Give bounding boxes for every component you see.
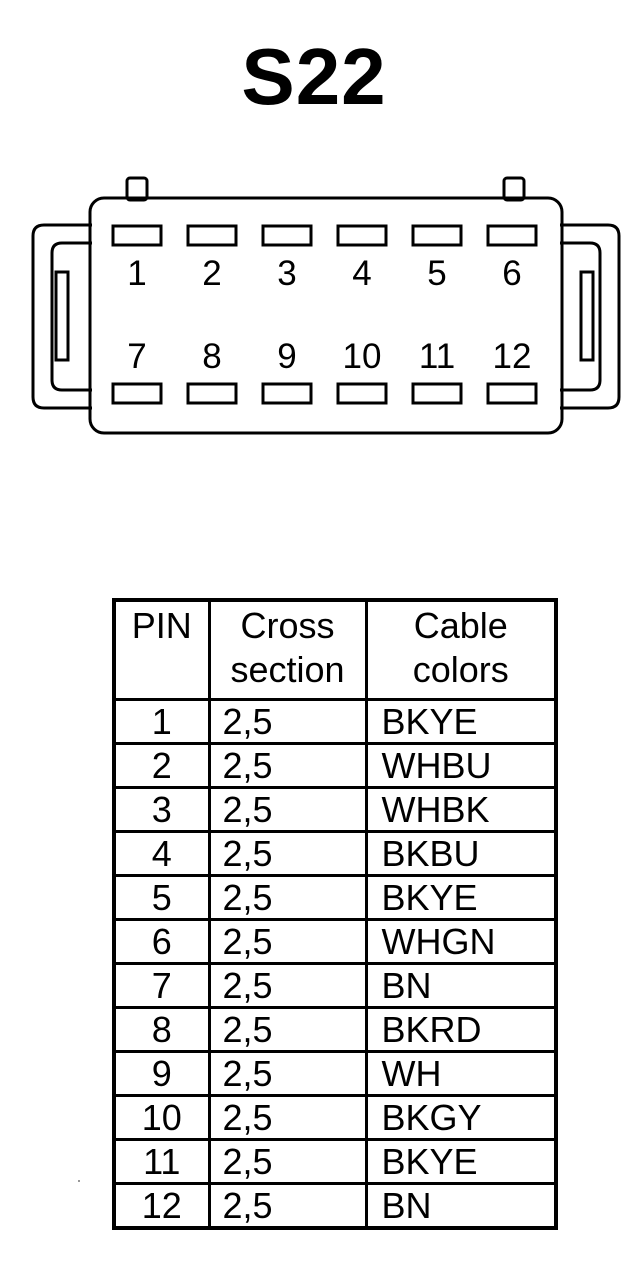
cell-cable-color: WHGN <box>364 918 558 965</box>
pin-number-label: 6 <box>502 254 521 293</box>
header-cable-colors: Cable colors <box>364 598 558 701</box>
pin-slot <box>486 224 538 247</box>
cell-cable-color: BKYE <box>364 698 558 745</box>
pin-number-label: 3 <box>277 254 296 293</box>
cell-cable-color: BKBU <box>364 830 558 877</box>
cell-cable-color: BKYE <box>364 1138 558 1185</box>
cell-pin: 9 <box>112 1050 211 1097</box>
connector-title: S22 <box>241 32 387 121</box>
pin-slot <box>486 382 538 405</box>
flange-left <box>31 223 92 410</box>
table-header-row: PIN Cross section Cable colors <box>112 598 558 701</box>
pin-number-label: 8 <box>202 337 221 376</box>
cell-cross-section: 2,5 <box>207 874 368 921</box>
cell-cable-color: BKGY <box>364 1094 558 1141</box>
stray-mark <box>78 1180 80 1182</box>
pin-number-label: 1 <box>127 254 146 293</box>
cell-pin: 10 <box>112 1094 211 1141</box>
pin-slot <box>186 382 238 405</box>
cell-cross-section: 2,5 <box>207 1050 368 1097</box>
pin-slot <box>336 224 388 247</box>
cell-cross-section: 2,5 <box>207 918 368 965</box>
cell-cross-section: 2,5 <box>207 962 368 1009</box>
cell-cross-section: 2,5 <box>207 742 368 789</box>
connector-body <box>88 196 564 435</box>
header-pin: PIN <box>112 598 211 701</box>
flange-right-slot <box>579 270 595 362</box>
pin-slot <box>336 382 388 405</box>
cell-cross-section: 2,5 <box>207 1006 368 1053</box>
cell-cable-color: WH <box>364 1050 558 1097</box>
pin-slot <box>111 224 163 247</box>
pin-number-label: 12 <box>493 337 532 376</box>
cell-pin: 12 <box>112 1182 211 1230</box>
pin-slot <box>111 382 163 405</box>
cell-cable-color: BN <box>364 962 558 1009</box>
cell-cable-color: BKRD <box>364 1006 558 1053</box>
pin-number-label: 2 <box>202 254 221 293</box>
cell-cross-section: 2,5 <box>207 1138 368 1185</box>
pin-number-label: 10 <box>343 337 382 376</box>
cell-cable-color: WHBU <box>364 742 558 789</box>
cell-pin: 5 <box>112 874 211 921</box>
cell-pin: 3 <box>112 786 211 833</box>
pin-slot <box>186 224 238 247</box>
pin-number-label: 4 <box>352 254 371 293</box>
pin-number-label: 5 <box>427 254 446 293</box>
pin-slot <box>261 224 313 247</box>
header-cross-section: Cross section <box>207 598 368 701</box>
flange-left-inner <box>50 241 92 392</box>
cell-cable-color: BKYE <box>364 874 558 921</box>
cell-cable-color: BN <box>364 1182 558 1230</box>
flange-left-slot <box>54 270 70 362</box>
cell-cross-section: 2,5 <box>207 1182 368 1230</box>
cell-pin: 11 <box>112 1138 211 1185</box>
cell-cable-color: WHBK <box>364 786 558 833</box>
cell-pin: 1 <box>112 698 211 745</box>
cell-cross-section: 2,5 <box>207 1094 368 1141</box>
latch-nub-right <box>502 176 526 202</box>
pin-slot <box>411 224 463 247</box>
latch-nub-left <box>125 176 149 202</box>
cell-pin: 8 <box>112 1006 211 1053</box>
cell-cross-section: 2,5 <box>207 786 368 833</box>
cell-cross-section: 2,5 <box>207 698 368 745</box>
pin-number-label: 9 <box>277 337 296 376</box>
cell-pin: 2 <box>112 742 211 789</box>
pin-slot <box>261 382 313 405</box>
flange-right-inner <box>560 241 602 392</box>
pin-number-label: 11 <box>419 337 455 376</box>
cell-pin: 7 <box>112 962 211 1009</box>
cell-pin: 6 <box>112 918 211 965</box>
pin-slot <box>411 382 463 405</box>
flange-right <box>560 223 621 410</box>
pin-number-label: 7 <box>127 337 146 376</box>
cell-pin: 4 <box>112 830 211 877</box>
cell-cross-section: 2,5 <box>207 830 368 877</box>
